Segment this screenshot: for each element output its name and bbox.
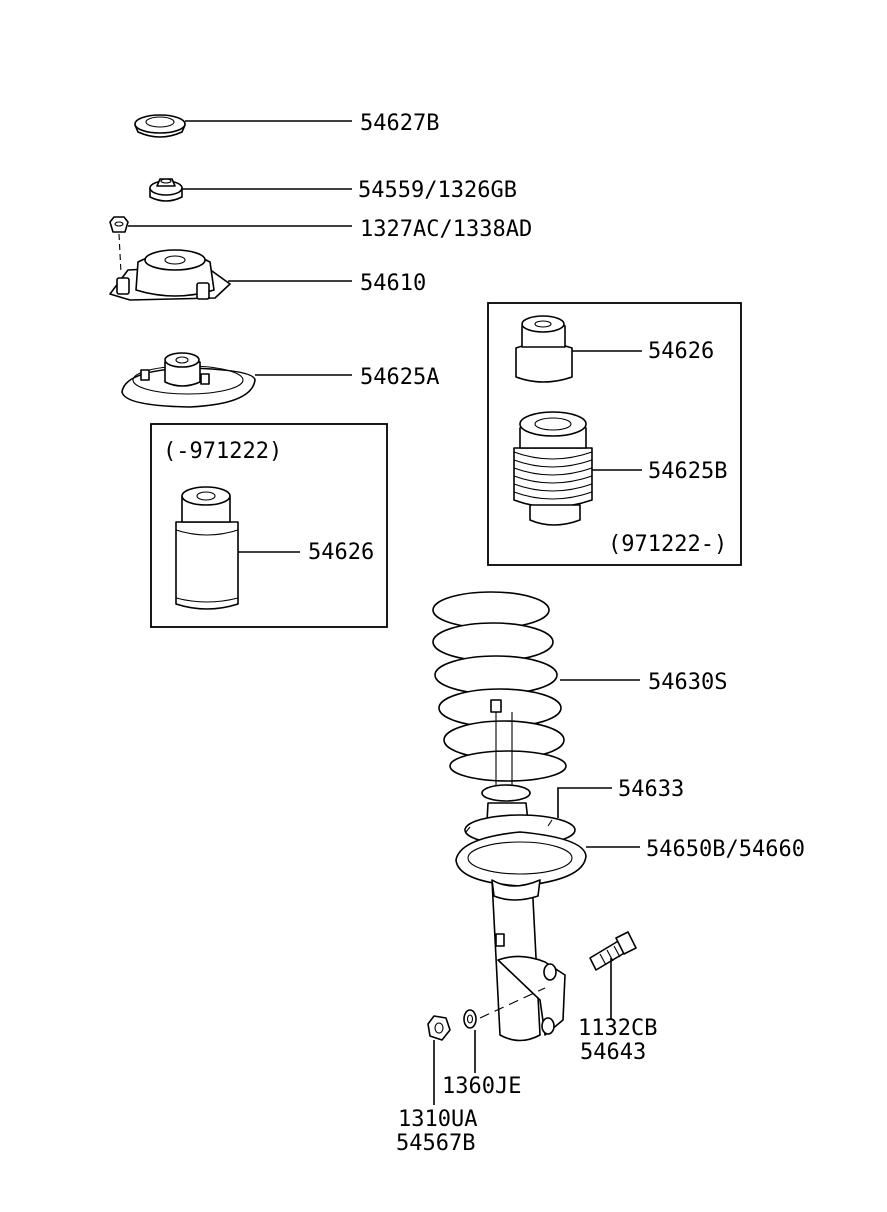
label-bearing-plate: 54625A bbox=[360, 365, 439, 390]
coil-spring-icon bbox=[432, 591, 567, 782]
bolt-icon bbox=[589, 931, 637, 971]
lock-nut-icon bbox=[427, 1015, 451, 1041]
dust-boot-icon bbox=[513, 411, 593, 526]
label-spring: 54630S bbox=[648, 670, 727, 695]
label-box-left-range: (-971222) bbox=[163, 439, 282, 464]
bearing-plate-icon bbox=[121, 352, 256, 408]
small-nut-icon bbox=[109, 216, 129, 274]
leader-spring-pad bbox=[557, 787, 612, 818]
spring-seat-icon bbox=[455, 831, 587, 901]
label-box-right-range: (971222-) bbox=[608, 532, 727, 557]
label-box-left-bumper: 54626 bbox=[308, 540, 374, 565]
bump-stop-icon bbox=[175, 486, 239, 610]
label-lock-nut-line2: 54567B bbox=[396, 1131, 475, 1156]
variant-box-right bbox=[487, 302, 742, 566]
label-top-cap: 54627B bbox=[360, 111, 439, 136]
label-lock-nut-line1: 1310UA bbox=[398, 1107, 477, 1132]
label-box-right-bumper: 54626 bbox=[648, 339, 714, 364]
label-box-right-boot: 54625B bbox=[648, 459, 727, 484]
washer-icon bbox=[463, 1009, 477, 1029]
cap-icon bbox=[134, 114, 186, 138]
label-bolt-line1: 1132CB bbox=[578, 1016, 657, 1041]
label-mount: 54610 bbox=[360, 271, 426, 296]
label-spring-pad: 54633 bbox=[618, 777, 684, 802]
mount-icon bbox=[109, 249, 231, 301]
label-washer: 1360JE bbox=[442, 1074, 521, 1099]
variant-box-left bbox=[150, 423, 388, 628]
label-bolt-line2: 54643 bbox=[580, 1040, 646, 1065]
label-small-nut: 1327AC/1338AD bbox=[360, 217, 532, 242]
bump-stop-icon bbox=[515, 315, 573, 383]
label-nut: 54559/1326GB bbox=[358, 178, 517, 203]
nut-icon bbox=[149, 178, 183, 202]
label-spring-seat: 54650B/54660 bbox=[646, 837, 805, 862]
